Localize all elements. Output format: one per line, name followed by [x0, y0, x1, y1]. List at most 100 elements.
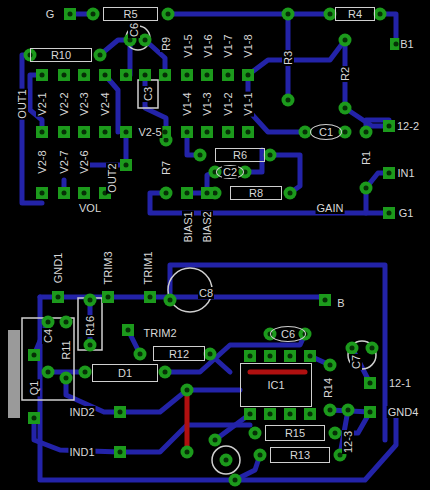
pad — [220, 454, 233, 467]
pad-hole — [98, 53, 103, 58]
pad — [324, 404, 337, 417]
pad-hole — [185, 450, 190, 455]
pad-hole — [124, 130, 129, 135]
pad — [42, 366, 55, 379]
component-body: R8 — [230, 186, 282, 200]
silkscreen-label-vertical: R3 — [282, 50, 294, 66]
trace — [185, 390, 190, 452]
silkscreen-label-vertical: R2 — [339, 66, 351, 82]
pad — [28, 349, 40, 361]
trace — [270, 155, 300, 193]
pad — [114, 406, 126, 418]
pad — [229, 474, 242, 487]
pad — [244, 408, 256, 420]
pad-hole — [343, 38, 348, 43]
silkscreen-label-vertical: R1 — [360, 150, 372, 166]
pad-hole — [286, 98, 291, 103]
pad — [319, 294, 331, 306]
pad-hole — [248, 412, 253, 417]
pad — [204, 348, 217, 361]
pad-hole — [308, 354, 313, 359]
pad-hole — [387, 211, 392, 216]
pad — [139, 34, 152, 47]
pad-hole — [253, 431, 258, 436]
silkscreen-label: V2-5 — [137, 126, 162, 138]
pad — [28, 412, 40, 424]
pad-hole — [124, 163, 129, 168]
pad — [58, 126, 70, 138]
pad-hole — [248, 354, 253, 359]
pad-hole — [205, 130, 210, 135]
silkscreen-label-vertical: V1-6 — [202, 33, 214, 58]
silkscreen-label: VOL — [78, 202, 102, 214]
pad-hole — [64, 320, 69, 325]
pad-hole — [124, 73, 129, 78]
pad-hole — [128, 38, 133, 43]
silkscreen-label-vertical: V1-7 — [222, 33, 234, 58]
pad-hole — [185, 191, 190, 196]
pad-hole — [333, 431, 338, 436]
silkscreen-label: B — [336, 297, 345, 309]
silkscreen-label: IND2 — [68, 406, 95, 418]
pad-hole — [143, 38, 148, 43]
pad — [162, 8, 175, 21]
pad — [284, 187, 297, 200]
pad — [114, 446, 126, 458]
pad — [360, 126, 373, 139]
pad — [282, 8, 295, 21]
pad — [60, 372, 73, 385]
pad — [159, 366, 172, 379]
pad — [181, 384, 194, 397]
pad-hole — [40, 130, 45, 135]
pad — [194, 149, 207, 162]
heatsink-tab — [8, 330, 20, 418]
pad-hole — [226, 130, 231, 135]
trace — [212, 446, 240, 474]
silkscreen-label-vertical: 12-3 — [342, 430, 354, 454]
pad-hole — [32, 416, 37, 421]
outline-layer — [22, 26, 376, 474]
pad — [364, 377, 376, 389]
pad-hole — [205, 191, 210, 196]
silkscreen-label-vertical: R9 — [160, 36, 172, 52]
silkscreen-label-vertical: V1-2 — [222, 91, 234, 116]
trace — [248, 75, 305, 132]
silkscreen-label-vertical: C4 — [42, 328, 54, 344]
pad — [58, 187, 70, 199]
pad-hole — [103, 73, 108, 78]
part-name: R4 — [347, 8, 363, 20]
capacitor-body: C2 — [216, 165, 244, 179]
pad-hole — [268, 153, 273, 158]
pad — [383, 207, 395, 219]
pad-hole — [343, 130, 348, 135]
silkscreen-label-vertical: R11 — [60, 339, 72, 360]
part-name: R10 — [50, 49, 72, 61]
pad-hole — [126, 328, 131, 333]
pad-hole — [387, 171, 392, 176]
pad-hole — [268, 412, 273, 417]
pad-hole — [246, 130, 251, 135]
capacitor-body: C1 — [310, 124, 342, 140]
pad — [342, 404, 355, 417]
pad — [144, 291, 156, 303]
pad-hole — [288, 191, 293, 196]
pad — [366, 342, 379, 355]
silkscreen-label-vertical: V2-1 — [36, 91, 48, 116]
silkscreen-label-vertical: V1-1 — [242, 91, 254, 116]
pad-hole — [246, 73, 251, 78]
part-name: R6 — [232, 149, 248, 161]
pad-hole — [208, 352, 213, 357]
pad — [242, 126, 254, 138]
pad-hole — [185, 130, 190, 135]
pad-hole — [88, 343, 93, 348]
pad — [201, 69, 213, 81]
pad-hole — [138, 352, 143, 357]
pad-hole — [288, 354, 293, 359]
pad — [78, 187, 90, 199]
pad — [264, 350, 276, 362]
pad-hole — [350, 346, 355, 351]
pad — [120, 69, 132, 81]
pad — [346, 342, 359, 355]
